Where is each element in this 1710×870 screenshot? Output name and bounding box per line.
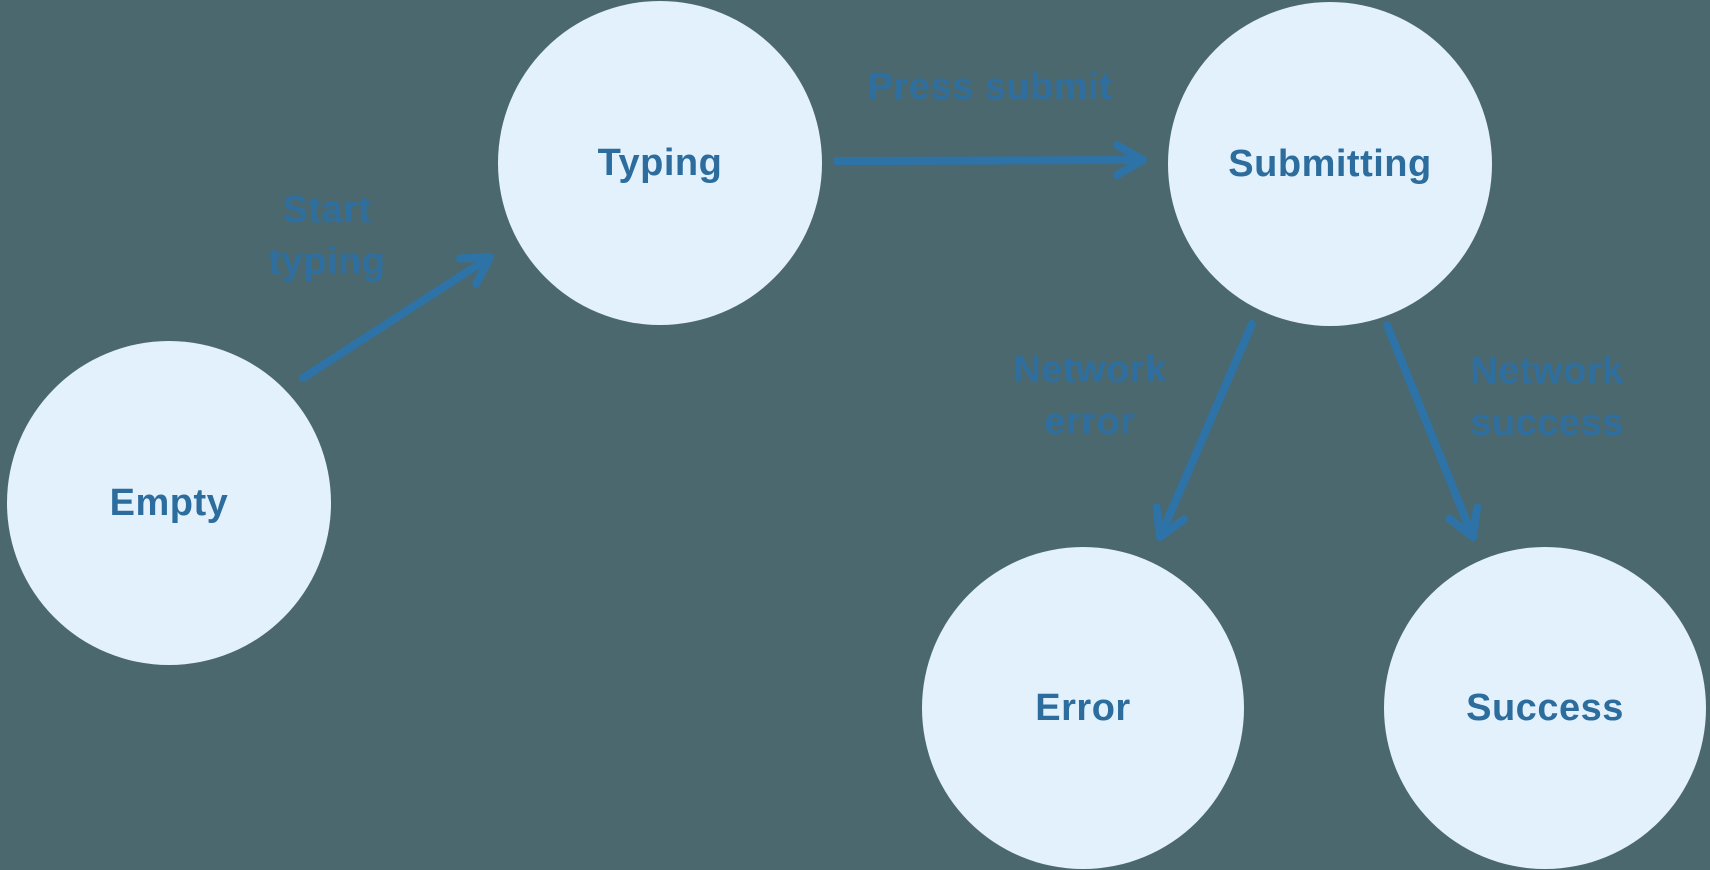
transition-label-empty-to-typing: Start typing [268,189,386,283]
transition-label-submitting-to-success: Network success [1470,350,1624,444]
transition-arrow-typing-to-submitting [833,141,1147,180]
state-node-submitting: Submitting [1168,2,1492,326]
transition-label-typing-to-submitting: Press submit [867,66,1113,108]
state-node-success: Success [1384,547,1706,869]
state-node-typing: Typing [498,1,822,325]
state-node-error: Error [922,547,1244,869]
state-node-label-success: Success [1466,686,1624,729]
state-node-label-submitting: Submitting [1228,142,1432,185]
state-node-label-empty: Empty [109,481,229,524]
state-node-label-typing: Typing [597,141,723,184]
state-node-label-error: Error [1035,686,1131,729]
transition-arrow-submitting-to-error [1152,320,1256,541]
state-node-empty: Empty [7,341,331,665]
transition-arrow-submitting-to-success [1383,321,1482,541]
transition-label-submitting-to-error: Network error [1013,349,1167,443]
